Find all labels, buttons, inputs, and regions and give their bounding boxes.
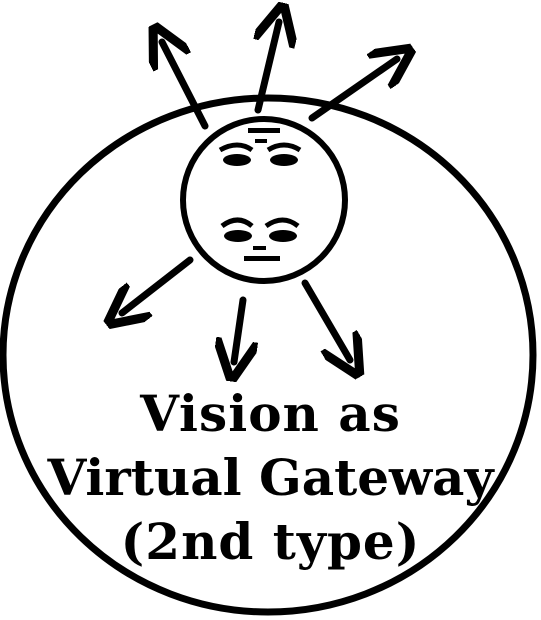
upper-face-mouth <box>248 128 280 133</box>
caption-line-1: Vision as <box>0 384 541 444</box>
lower-face-mouth <box>244 256 280 261</box>
caption-line-2: Virtual Gateway <box>0 448 541 508</box>
caption-line-3: (2nd type) <box>0 512 541 572</box>
lower-face-right-eye <box>269 230 297 242</box>
lower-face-nose <box>253 246 266 250</box>
upper-face-nose <box>255 139 267 143</box>
lower-face-left-eye <box>224 230 252 242</box>
upper-face-left-eye <box>223 154 251 166</box>
arrow-down-right-icon <box>305 283 350 360</box>
arrow-down-left-icon <box>122 260 190 313</box>
upper-face-right-eye <box>270 154 298 166</box>
arrow-down-icon <box>234 300 243 362</box>
